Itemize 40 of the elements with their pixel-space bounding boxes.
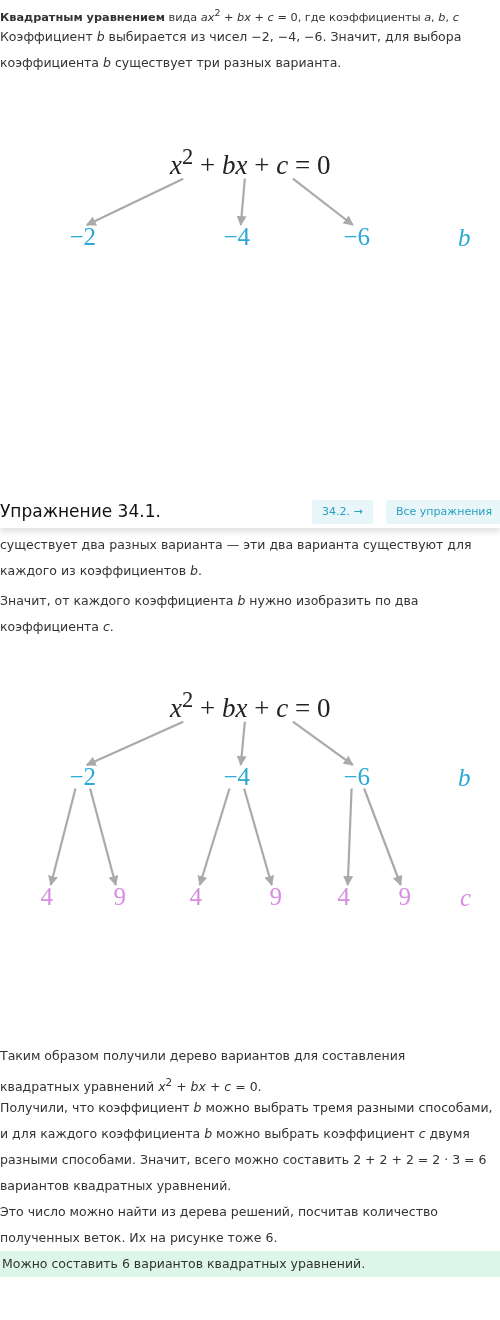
coefficient-value: −2 (69, 223, 97, 251)
coefficient-value: −6 (343, 763, 371, 791)
row-label: c (460, 884, 472, 912)
exercise-heading: Упражнение 34.1. (0, 500, 161, 523)
arrow (85, 720, 184, 766)
paragraph: Значит, от каждого коэффициента b нужно изобразить по два коэффициента c. (0, 592, 420, 636)
paragraph: существует два разных варианта — эти два варианта существуют для каждого из коэффициентов b. (0, 536, 473, 580)
arrow (343, 788, 354, 886)
row-label: b (458, 764, 471, 792)
next-exercise-button: 34.2. → (312, 500, 373, 524)
coefficient-value: 4 (337, 883, 350, 911)
arrow (292, 720, 354, 766)
arrow (85, 177, 184, 226)
equation: x$^{2}$ + bx + c = 0 (170, 145, 331, 181)
paragraph: Таким образом получили дерево вариантов для составления квадратных уравнений x$^{2}$ + bx + c = 0. (0, 1047, 407, 1097)
paragraph: Это число можно найти из дерева решений, посчитав количество полученных веток. Их на рисунке тоже 6. (0, 1203, 439, 1247)
paragraph: Квадратным уравнением вида ax$^{2}$ + bx + c = 0, где коэффициенты a, b, c (0, 6, 460, 26)
coefficient-value: 9 (269, 883, 282, 911)
coefficient-value: −6 (343, 223, 371, 251)
coefficient-value: −2 (69, 763, 97, 791)
coefficient-value: −4 (223, 223, 251, 251)
arrow (363, 788, 403, 886)
equation: x$^{2}$ + bx + c = 0 (170, 688, 331, 724)
arrow (89, 788, 119, 886)
all-exercises-button: Все упражнения (386, 500, 500, 524)
coefficient-value: 9 (398, 883, 411, 911)
paragraph: Коэффициент b выбирается из чисел −2, −4, −6. Значит, для выбора коэффициента b существует три разных варианта. (0, 28, 463, 72)
coefficient-value: 9 (113, 883, 126, 911)
coefficient-value: 4 (189, 883, 202, 911)
paragraph: Получили, что коэффициент b можно выбрать тремя разными способами, и для каждого коэффициента b можно выбрать коэффициент c двумя разными способами. Значит, всего можно составить 2 + 2 + 2 = 2 · 3 = 6 вариантов квадратных уравнений. (0, 1099, 494, 1195)
arrow (236, 178, 247, 226)
arrow (243, 788, 275, 886)
arrow (48, 788, 77, 886)
answer-box: Можно составить 6 вариантов квадратных уравнений. (0, 1251, 500, 1277)
arrow (236, 721, 247, 766)
coefficient-value: 4 (40, 883, 53, 911)
row-label: b (458, 224, 471, 252)
arrow (292, 177, 354, 226)
arrow (197, 788, 231, 886)
coefficient-value: −4 (223, 763, 251, 791)
